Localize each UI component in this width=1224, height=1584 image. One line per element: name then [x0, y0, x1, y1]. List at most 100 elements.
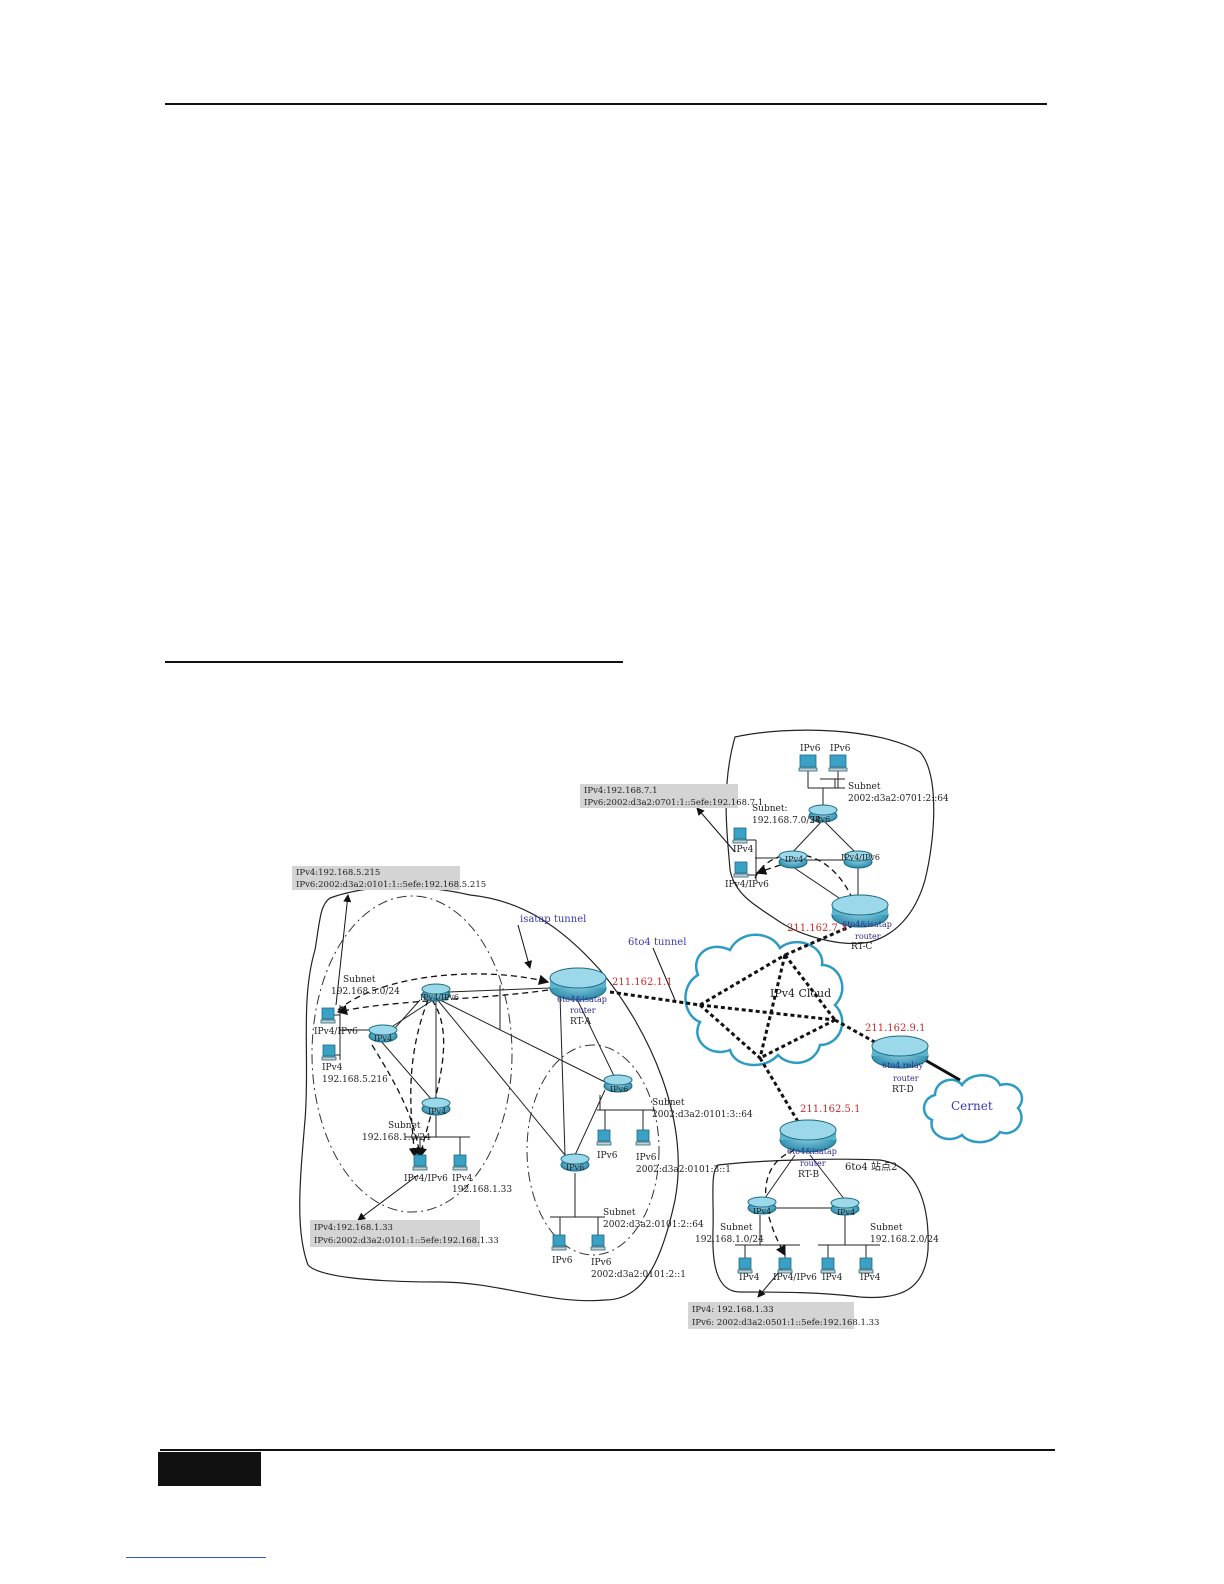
subnet-a5-l2: 192.168.5.0/24 — [331, 987, 400, 997]
rtc-label-top: 6to4&isatap — [842, 920, 892, 929]
info-box-c-l1: IPv4:192.168.7.1 — [584, 786, 658, 796]
inner-router-c-dual: IPv4/IPv6 — [841, 850, 880, 869]
host-b-v4a: IPv4 — [739, 1273, 760, 1283]
inner-router-a-v6a-label: IPv6 — [610, 1085, 628, 1094]
address-rta: 211.162.1.1 — [612, 977, 672, 988]
site-b-boundary — [712, 1158, 929, 1299]
host-a5-dual: IPv4/IPv6 — [314, 1027, 358, 1037]
info-box-c — [580, 784, 738, 808]
host-a5-v4: IPv4 — [322, 1063, 343, 1073]
router-rtd-icon: 6to4 relay router RT-D — [871, 1035, 929, 1095]
subnet-a1-l2: 192.168.1.0/24 — [362, 1133, 431, 1143]
footer-link-underline — [126, 1557, 266, 1558]
inner-router-c-v4: IPv4 — [778, 850, 808, 869]
isatap-tunnel-label: isatap tunnel — [520, 914, 586, 925]
rta-label-mid: router — [570, 1006, 596, 1015]
info-box-a-top-l1: IPv4:192.168.5.215 — [296, 868, 380, 878]
subnet-c-v6-l1: Subnet — [848, 782, 881, 792]
router-rta-icon: 6to4&isatap router RT-A — [549, 967, 607, 1027]
site-c-arrow-to-box — [696, 807, 736, 853]
rtd-name: RT-D — [892, 1085, 914, 1095]
host-c-v6b: IPv6 — [830, 744, 851, 754]
rtd-cernet-link — [924, 1058, 961, 1082]
rtb-label-top: 6to4&isatap — [787, 1147, 837, 1156]
inner-router-c-v4-label: IPv4 — [785, 855, 803, 864]
subnet-a2-l1: Subnet — [603, 1208, 636, 1218]
rtd-label-mid: router — [893, 1074, 919, 1083]
subnet-b2-l1: Subnet — [870, 1223, 903, 1233]
host-b-dual: IPv4/IPv6 — [773, 1273, 817, 1283]
inner-router-a-v6b: IPv6 — [560, 1153, 590, 1172]
host-a1-v4-addr: 192.168.1.33 — [452, 1185, 512, 1195]
site-a-isatap-dashed-5 — [371, 1044, 424, 1159]
subnet-c-v4-l2: 192.168.7.0/24 — [752, 816, 821, 826]
section-rule — [165, 661, 623, 663]
sixto4-tunnel-label: 6to4 tunnel — [628, 937, 686, 948]
info-box-a-bottom — [310, 1220, 480, 1247]
info-box-a-top — [292, 866, 460, 890]
rta-name: RT-A — [570, 1017, 592, 1027]
arrow-6to4-label — [652, 947, 676, 1001]
router-rtc-icon: 6to4&isatap router RT-C — [831, 894, 892, 952]
inner-router-a-v4-label: IPv4 — [374, 1034, 392, 1043]
inner-router-a-dual-label: IPv4/IPv6 — [420, 993, 459, 1002]
host-b-v4b: IPv4 — [822, 1273, 843, 1283]
arrow-to-bottom-box — [357, 1174, 419, 1221]
inner-router-a-v4b-label: IPv4 — [428, 1107, 446, 1116]
host-c-v6a: IPv6 — [800, 744, 821, 754]
subnet-b1-l2: 192.168.1.0/24 — [695, 1235, 764, 1245]
host-a3-v6b: IPv6 — [636, 1153, 657, 1163]
header-rule — [165, 103, 1047, 105]
rta-label-top: 6to4&isatap — [557, 995, 607, 1004]
host-a3-v6a: IPv6 — [597, 1151, 618, 1161]
host-icons — [320, 754, 874, 1274]
info-box-c-l2: IPv6:2002:d3a2:0701:1::5efe:192.168.7.1 — [584, 798, 763, 808]
subnet-a5-l1: Subnet — [343, 975, 376, 985]
inner-router-c-v6: IPv6 — [808, 804, 838, 824]
site-a-isatap-dashed-4 — [408, 999, 429, 1159]
ipv6-subnet-dashdot-area — [526, 1044, 660, 1256]
host-c-dual: IPv4/IPv6 — [725, 880, 769, 890]
rtb-name: RT-B — [798, 1170, 820, 1180]
inner-router-b-v4a-label: IPv4 — [753, 1207, 771, 1216]
subnet-a3-l2: 2002:d3a2:0101:3::64 — [652, 1110, 753, 1120]
info-box-a-bottom-l2: IPv6:2002:d3a2:0101:1::5efe:192.168.1.33 — [314, 1236, 499, 1246]
site-a-isatap-dashed-3 — [416, 999, 445, 1159]
inner-router-a-v6b-label: IPv6 — [566, 1163, 584, 1172]
ipv4-cloud-label: IPv4 Cloud — [770, 987, 831, 1000]
address-rtb: 211.162.5.1 — [800, 1104, 860, 1115]
footer-page-block — [158, 1452, 261, 1486]
rtc-name: RT-C — [851, 942, 873, 952]
arrow-isatap-label — [517, 924, 532, 969]
rtb-label-mid: router — [800, 1159, 826, 1168]
info-box-b-l2: IPv6: 2002:d3a2:0501:1::5efe:192.168.1.3… — [692, 1318, 879, 1328]
info-box-a-bottom-l1: IPv4:192.168.1.33 — [314, 1223, 393, 1233]
inner-router-c-dual-label: IPv4/IPv6 — [841, 853, 880, 862]
subnet-a1-l1: Subnet — [388, 1121, 421, 1131]
router-rtb-icon: 6to4&isatap router RT-B — [779, 1119, 837, 1180]
host-c-v4: IPv4 — [733, 845, 754, 855]
host-a2-v6b: IPv6 — [591, 1258, 612, 1268]
inner-router-a-dual: IPv4/IPv6 — [420, 983, 459, 1002]
subnet-b1-l1: Subnet — [720, 1223, 753, 1233]
info-box-a-top-l2: IPv6:2002:d3a2:0101:1::5efe:192.168.5.21… — [296, 880, 486, 890]
subnet-c-v4-l1: Subnet: — [752, 804, 788, 814]
subnet-c-v6-l2: 2002:d3a2:0701:2::64 — [848, 794, 949, 804]
sixto4-tunnel-mesh — [609, 921, 881, 1126]
site-c-boundary — [725, 729, 935, 945]
inner-router-a-v4: IPv4 — [368, 1024, 398, 1043]
site-b-dashed-flow — [764, 1149, 796, 1257]
address-rtc: 211.162.7.1 — [787, 923, 847, 934]
ipv4-cloud — [684, 933, 844, 1067]
site2-label: 6to4 站点2 — [845, 1160, 897, 1173]
host-a1-v4: IPv4 — [452, 1174, 473, 1184]
site-a-isatap-dashed-1 — [337, 973, 550, 1011]
arrow-to-top-box — [335, 894, 352, 1006]
ipv4-subnet-dashdot-area — [311, 895, 513, 1213]
inner-router-b-v4b: IPv4 — [830, 1197, 860, 1217]
host-a3-v6b-addr: 2002:d3a2:0101:3::1 — [636, 1165, 731, 1175]
inner-router-c-v6-label: IPv6 — [812, 815, 830, 824]
cernet-label: Cernet — [951, 1099, 993, 1113]
